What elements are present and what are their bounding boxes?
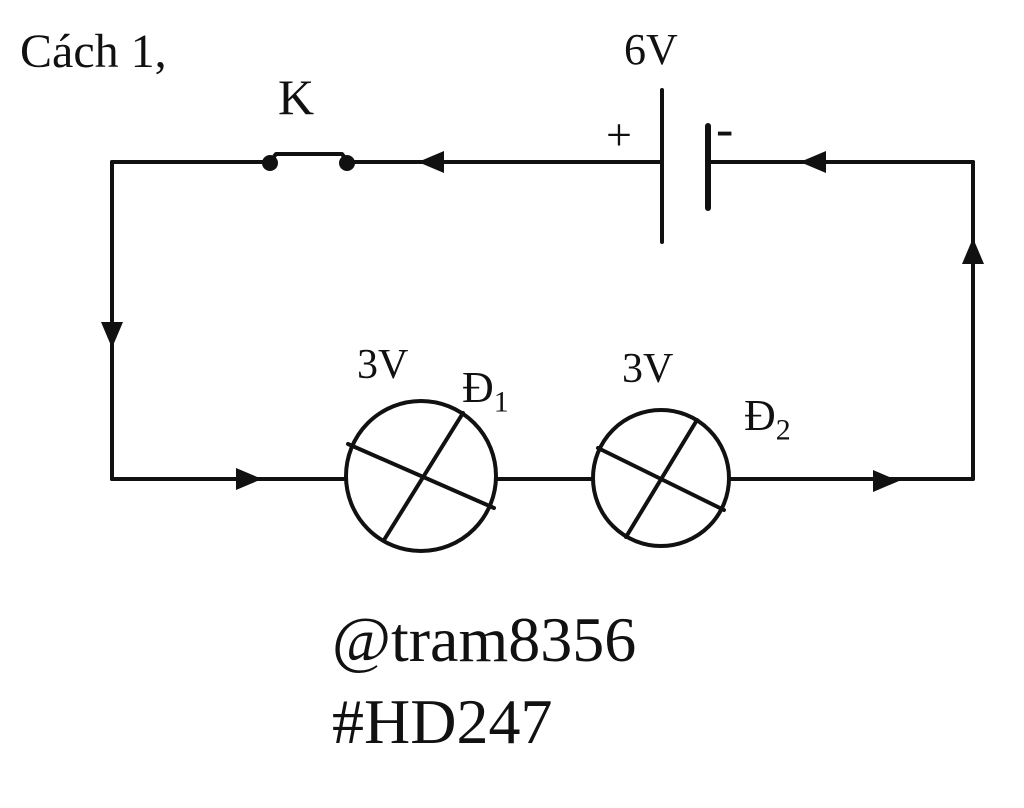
lamp-1-cross-b — [382, 411, 465, 542]
arrow-top-right — [800, 151, 826, 173]
battery-plus-sign: + — [606, 109, 632, 160]
switch-label: K — [278, 69, 315, 125]
arrow-top-left — [418, 151, 444, 173]
battery-voltage-label: 6V — [624, 25, 678, 74]
arrow-bottom-left — [236, 468, 262, 490]
battery-minus-sign: - — [716, 101, 734, 158]
lamp-1-cross-a — [346, 442, 496, 510]
watermark-tag: #HD247 — [332, 686, 553, 757]
lamp-1-name: Đ — [462, 363, 494, 412]
lamp-2-name: Đ — [744, 391, 776, 440]
lamp-2-label: Đ2 — [744, 391, 791, 447]
arrow-left-down — [101, 322, 123, 348]
switch-terminal-left — [262, 155, 278, 171]
switch-contact — [268, 152, 350, 164]
lamp-1-index: 1 — [493, 385, 509, 419]
watermark-author: @tram8356 — [332, 604, 637, 675]
lamp-1-label: Đ1 — [462, 363, 509, 419]
lamp-2-bulb — [591, 408, 731, 548]
lamp-2-rating: 3V — [622, 346, 674, 392]
arrow-bottom-right — [873, 470, 899, 492]
diagram-title: Cách 1, — [20, 25, 167, 78]
switch-terminal-right — [339, 155, 355, 171]
lamp-1-bulb — [344, 399, 498, 553]
arrow-right-up — [962, 238, 984, 264]
lamp-2-cross-b — [624, 418, 699, 539]
lamp-2-index: 2 — [775, 413, 791, 447]
lamp-1-rating: 3V — [357, 342, 409, 388]
